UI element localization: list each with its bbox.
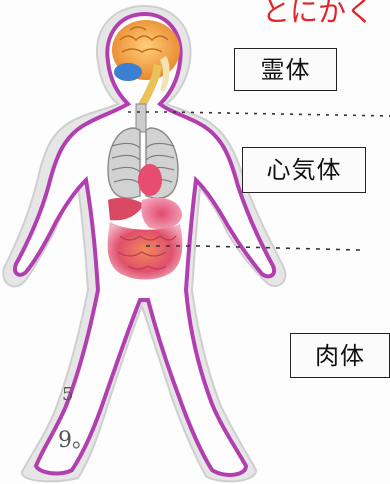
scribble-mark-one: 5 xyxy=(62,384,73,405)
cerebellum xyxy=(114,63,142,81)
label-spirit-body: 霊体 xyxy=(234,48,337,91)
trachea xyxy=(136,104,146,132)
label-flesh-body: 肉体 xyxy=(290,333,390,378)
heart xyxy=(138,164,162,196)
intestines xyxy=(108,222,183,280)
top-caption: とにかく xyxy=(262,0,374,30)
scribble-mark-two: 9。 xyxy=(58,422,94,454)
label-mind-body: 心気体 xyxy=(242,147,366,193)
